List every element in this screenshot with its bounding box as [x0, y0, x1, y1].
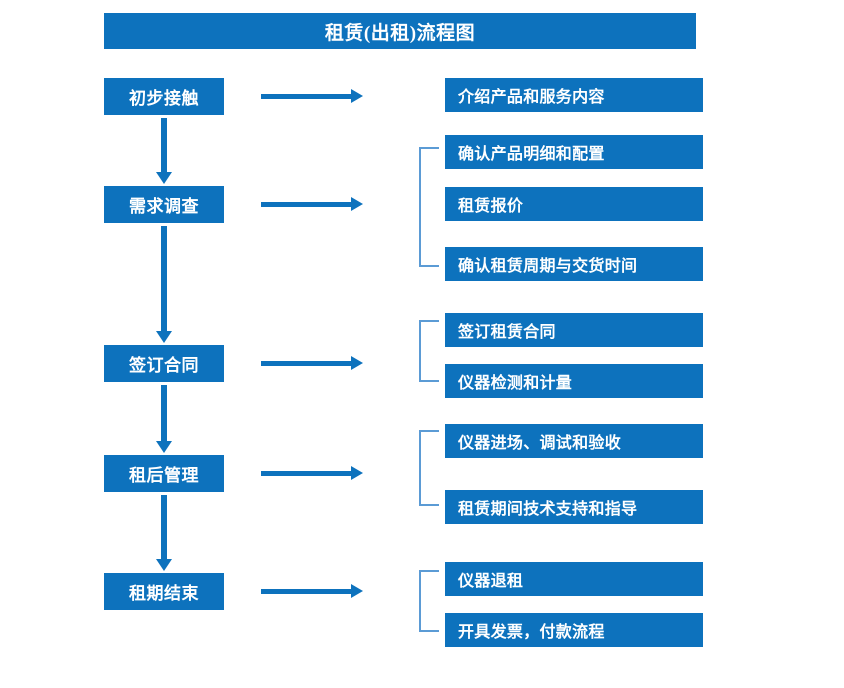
- vertical-arrow-1: [156, 118, 172, 184]
- stage-box-lease-end[interactable]: 租期结束: [104, 573, 224, 610]
- horizontal-arrow-3: [261, 356, 363, 370]
- horizontal-arrow-1: [261, 89, 363, 103]
- horizontal-arrow-2: [261, 197, 363, 211]
- detail-box-invoice-payment[interactable]: 开具发票，付款流程: [445, 613, 703, 647]
- detail-box-instrument-entry[interactable]: 仪器进场、调试和验收: [445, 424, 703, 458]
- detail-box-confirm-period[interactable]: 确认租赁周期与交货时间: [445, 247, 703, 281]
- vertical-arrow-4: [156, 495, 172, 571]
- stage-box-initial-contact[interactable]: 初步接触: [104, 78, 224, 115]
- page-title: 租赁(出租)流程图: [104, 13, 696, 49]
- detail-box-confirm-product-spec[interactable]: 确认产品明细和配置: [445, 135, 703, 169]
- detail-box-instrument-testing[interactable]: 仪器检测和计量: [445, 364, 703, 398]
- horizontal-arrow-5: [261, 584, 363, 598]
- group-bracket-lease-end: [419, 570, 439, 632]
- detail-box-introduce-products[interactable]: 介绍产品和服务内容: [445, 78, 703, 112]
- detail-box-instrument-return[interactable]: 仪器退租: [445, 562, 703, 596]
- group-bracket-post-rental-mgmt: [419, 430, 439, 506]
- detail-box-rental-quote[interactable]: 租赁报价: [445, 187, 703, 221]
- detail-box-technical-support[interactable]: 租赁期间技术支持和指导: [445, 490, 703, 524]
- group-bracket-sign-contract: [419, 320, 439, 382]
- detail-box-sign-rental-contract[interactable]: 签订租赁合同: [445, 313, 703, 347]
- vertical-arrow-2: [156, 226, 172, 343]
- stage-box-post-rental-mgmt[interactable]: 租后管理: [104, 455, 224, 492]
- horizontal-arrow-4: [261, 466, 363, 480]
- stage-box-needs-survey[interactable]: 需求调查: [104, 186, 224, 223]
- vertical-arrow-3: [156, 385, 172, 453]
- stage-box-sign-contract[interactable]: 签订合同: [104, 345, 224, 382]
- group-bracket-needs-survey: [419, 147, 439, 267]
